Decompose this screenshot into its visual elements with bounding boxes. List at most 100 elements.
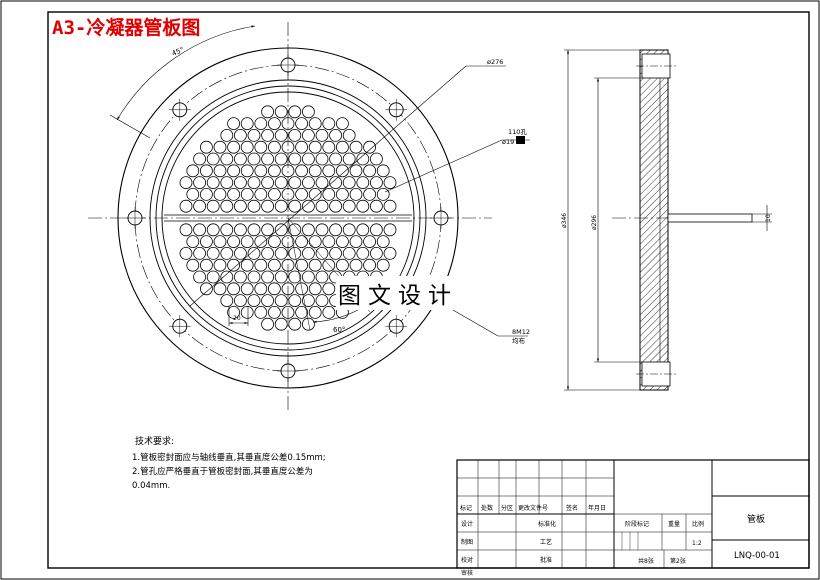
- tube-hole: [329, 176, 343, 190]
- tube-hole: [233, 152, 247, 166]
- tube-hole: [179, 223, 193, 237]
- tube-hole: [376, 187, 390, 201]
- tube-hole: [213, 164, 227, 178]
- tube-hole: [220, 176, 234, 190]
- tube-hole: [288, 105, 302, 119]
- tube-hole: [274, 223, 288, 237]
- dim-holes-mark: [516, 136, 525, 144]
- dim-bolt: 8M12: [512, 328, 530, 336]
- tube-hole: [322, 187, 336, 201]
- tube-hole: [206, 270, 220, 284]
- tube-hole: [199, 282, 213, 296]
- tube-hole: [267, 282, 281, 296]
- dim-bolt-note: 均布: [512, 336, 526, 345]
- tube-hole: [240, 187, 254, 201]
- tube-hole: [220, 270, 234, 284]
- dim-angle-60: 60°: [333, 326, 345, 334]
- tube-hole: [233, 223, 247, 237]
- tube-hole: [356, 152, 370, 166]
- tube-hole: [308, 164, 322, 178]
- tube-hole: [329, 152, 343, 166]
- tube-hole: [301, 270, 315, 284]
- tube-hole: [233, 128, 247, 142]
- tube-hole: [356, 176, 370, 190]
- tube-hole: [261, 105, 275, 119]
- tube-hole: [267, 187, 281, 201]
- tube-hole: [342, 199, 356, 213]
- tube-hole: [288, 317, 302, 331]
- tube-hole: [227, 258, 241, 272]
- tube-hole: [240, 164, 254, 178]
- tube-hole: [288, 128, 302, 142]
- tube-hole: [274, 294, 288, 308]
- tube-hole: [308, 282, 322, 296]
- tube-hole: [254, 258, 268, 272]
- tb-stage-label: 阶段标记: [625, 520, 649, 528]
- tube-hole: [206, 152, 220, 166]
- tube-hole: [206, 199, 220, 213]
- tube-hole: [199, 187, 213, 201]
- tube-hole: [342, 246, 356, 260]
- drawing-inner-border: [47, 11, 810, 569]
- tech-req-line-3: 0.04mm.: [132, 481, 170, 491]
- tube-hole: [295, 258, 309, 272]
- watermark-text: 图文设计: [336, 276, 460, 310]
- tube-hole: [186, 235, 200, 249]
- tube-hole: [281, 235, 295, 249]
- tube-hole: [274, 270, 288, 284]
- tube-hole: [342, 152, 356, 166]
- tube-hole: [288, 223, 302, 237]
- tube-hole: [308, 187, 322, 201]
- tube-hole: [322, 258, 336, 272]
- leader-phi276: [189, 65, 467, 307]
- tube-hole: [301, 152, 315, 166]
- leader-holes: [384, 139, 503, 193]
- tube-hole: [295, 235, 309, 249]
- tube-hole: [261, 128, 275, 142]
- tube-hole: [261, 152, 275, 166]
- front-view: 45° ø276 110孔 ø19 20 60° 8M12 均布: [88, 22, 530, 412]
- tube-hole: [247, 128, 261, 142]
- tech-req-line-2: 2.管孔应严格垂直于管板密封面,其垂直度公差为: [132, 466, 313, 477]
- tube-hole: [247, 199, 261, 213]
- dim-pitch-20: 20: [233, 315, 241, 322]
- tube-hole: [356, 199, 370, 213]
- tube-boundary-circle: [161, 91, 415, 345]
- tube-hole: [267, 117, 281, 130]
- tube-hole: [369, 246, 383, 260]
- tube-hole: [308, 140, 322, 154]
- tube-hole: [261, 199, 275, 213]
- tube-hole: [247, 176, 261, 190]
- tube-hole: [267, 235, 281, 249]
- tb-scale-label: 比例: [692, 520, 704, 528]
- tube-hole: [308, 258, 322, 272]
- tube-hole: [349, 258, 363, 272]
- tube-hole: [356, 246, 370, 260]
- tube-hole: [267, 305, 281, 319]
- tube-hole: [301, 176, 315, 190]
- bolt-hole: [168, 98, 191, 121]
- tube-hole: [233, 199, 247, 213]
- tb-header-count: 处数: [481, 504, 493, 512]
- tube-hole: [342, 128, 356, 142]
- tube-hole: [301, 105, 315, 119]
- tube-hole: [240, 235, 254, 249]
- tube-hole: [240, 282, 254, 296]
- tube-hole: [335, 117, 349, 130]
- tube-hole: [193, 246, 207, 260]
- tube-hole: [329, 128, 343, 142]
- tube-hole: [254, 164, 268, 178]
- tube-hole: [308, 117, 322, 130]
- tube-hole: [267, 164, 281, 178]
- bolt-hole: [277, 54, 299, 76]
- tube-hole: [227, 282, 241, 296]
- tube-hole: [261, 294, 275, 308]
- tube-hole: [193, 223, 207, 237]
- dim-side-346: ø346: [561, 213, 568, 228]
- tube-hole: [335, 164, 349, 178]
- tube-hole: [213, 282, 227, 296]
- tube-hole: [295, 117, 309, 130]
- tube-hole: [363, 258, 377, 272]
- bolt-hole: [430, 207, 452, 229]
